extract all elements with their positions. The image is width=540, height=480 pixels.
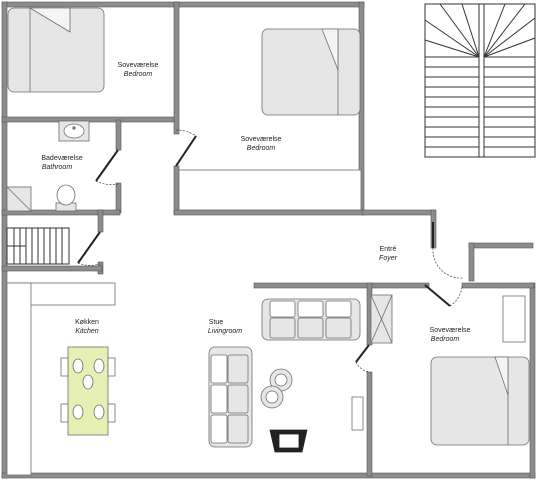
wall-foyer-top [361,209,436,216]
sofa-icon [208,346,253,448]
door-bedroom2 [175,129,197,167]
sink-icon [58,120,90,142]
wardrobe [178,169,362,211]
furniture [6,7,530,476]
shelf [502,295,526,343]
dresser [351,396,364,431]
bedroom-top-left-label-en: Bedroom [124,71,153,78]
wall-bath-right-top [115,119,122,151]
bedroom-top-center-label-da: Soveværelse [241,136,282,143]
wall-bath-right-bottom [115,182,122,214]
kitchen-counter-side [6,282,32,476]
coffee-table-icon [260,368,293,409]
wall-bedroom3-top [461,282,535,289]
door-bathroom [95,149,119,185]
door-bedroom3 [355,344,370,373]
wall-foyer-right-top [468,242,534,249]
door-entry [432,222,464,279]
bedroom-right-label-da: Soveværelse [430,327,471,334]
foyer-label-en: Foyer [379,255,398,262]
bedroom-top-center-label-en: Bedroom [247,145,276,152]
wall-top-center [173,1,365,8]
wall-kitchen-top [1,265,103,272]
wardrobe-icon [370,294,393,344]
doors [77,129,464,373]
wall-bedroom2-bottom [173,209,365,216]
sofa-icon [261,298,361,341]
kitchen-label-en: Kitchen [75,328,98,335]
bed-icon [430,356,530,446]
bed-icon [261,28,361,116]
wall-right-lower [529,282,536,479]
wall-left [1,1,8,479]
staircase-left [6,227,70,265]
bed-icon [7,7,105,93]
bathroom-label-en: Bathroom [42,164,73,171]
wall-bedroom3-left-bottom [366,371,373,477]
wall-bottom [1,472,536,479]
wall-living-top [253,282,430,289]
foyer-label-da: Entré [380,246,397,253]
bathroom-label-da: Badeværelse [41,155,82,162]
wall-top-left [1,1,178,8]
wall-stair-right-top [97,209,104,233]
armchair-icon [269,429,308,453]
kitchen-label-da: Køkken [75,319,99,326]
dining-table [60,346,116,436]
staircase-top-right [424,3,536,158]
wall-bedroom2-left-low [173,165,180,215]
living-room-label-en: Livingroom [208,328,242,335]
toilet-icon [55,184,77,212]
bedroom-right-label-en: Bedroom [431,336,460,343]
living-room-label-da: Stue [209,319,224,326]
wall-foyer-right-v [468,242,475,282]
shower-icon [6,186,32,212]
door-living-foyer [424,284,463,307]
wall-bedroom-divider [173,1,180,135]
room-labels: Soveværelse Bedroom Soveværelse Bedroom … [41,62,470,343]
bedroom-top-left-label-da: Soveværelse [118,62,159,69]
door-stair [77,231,101,266]
